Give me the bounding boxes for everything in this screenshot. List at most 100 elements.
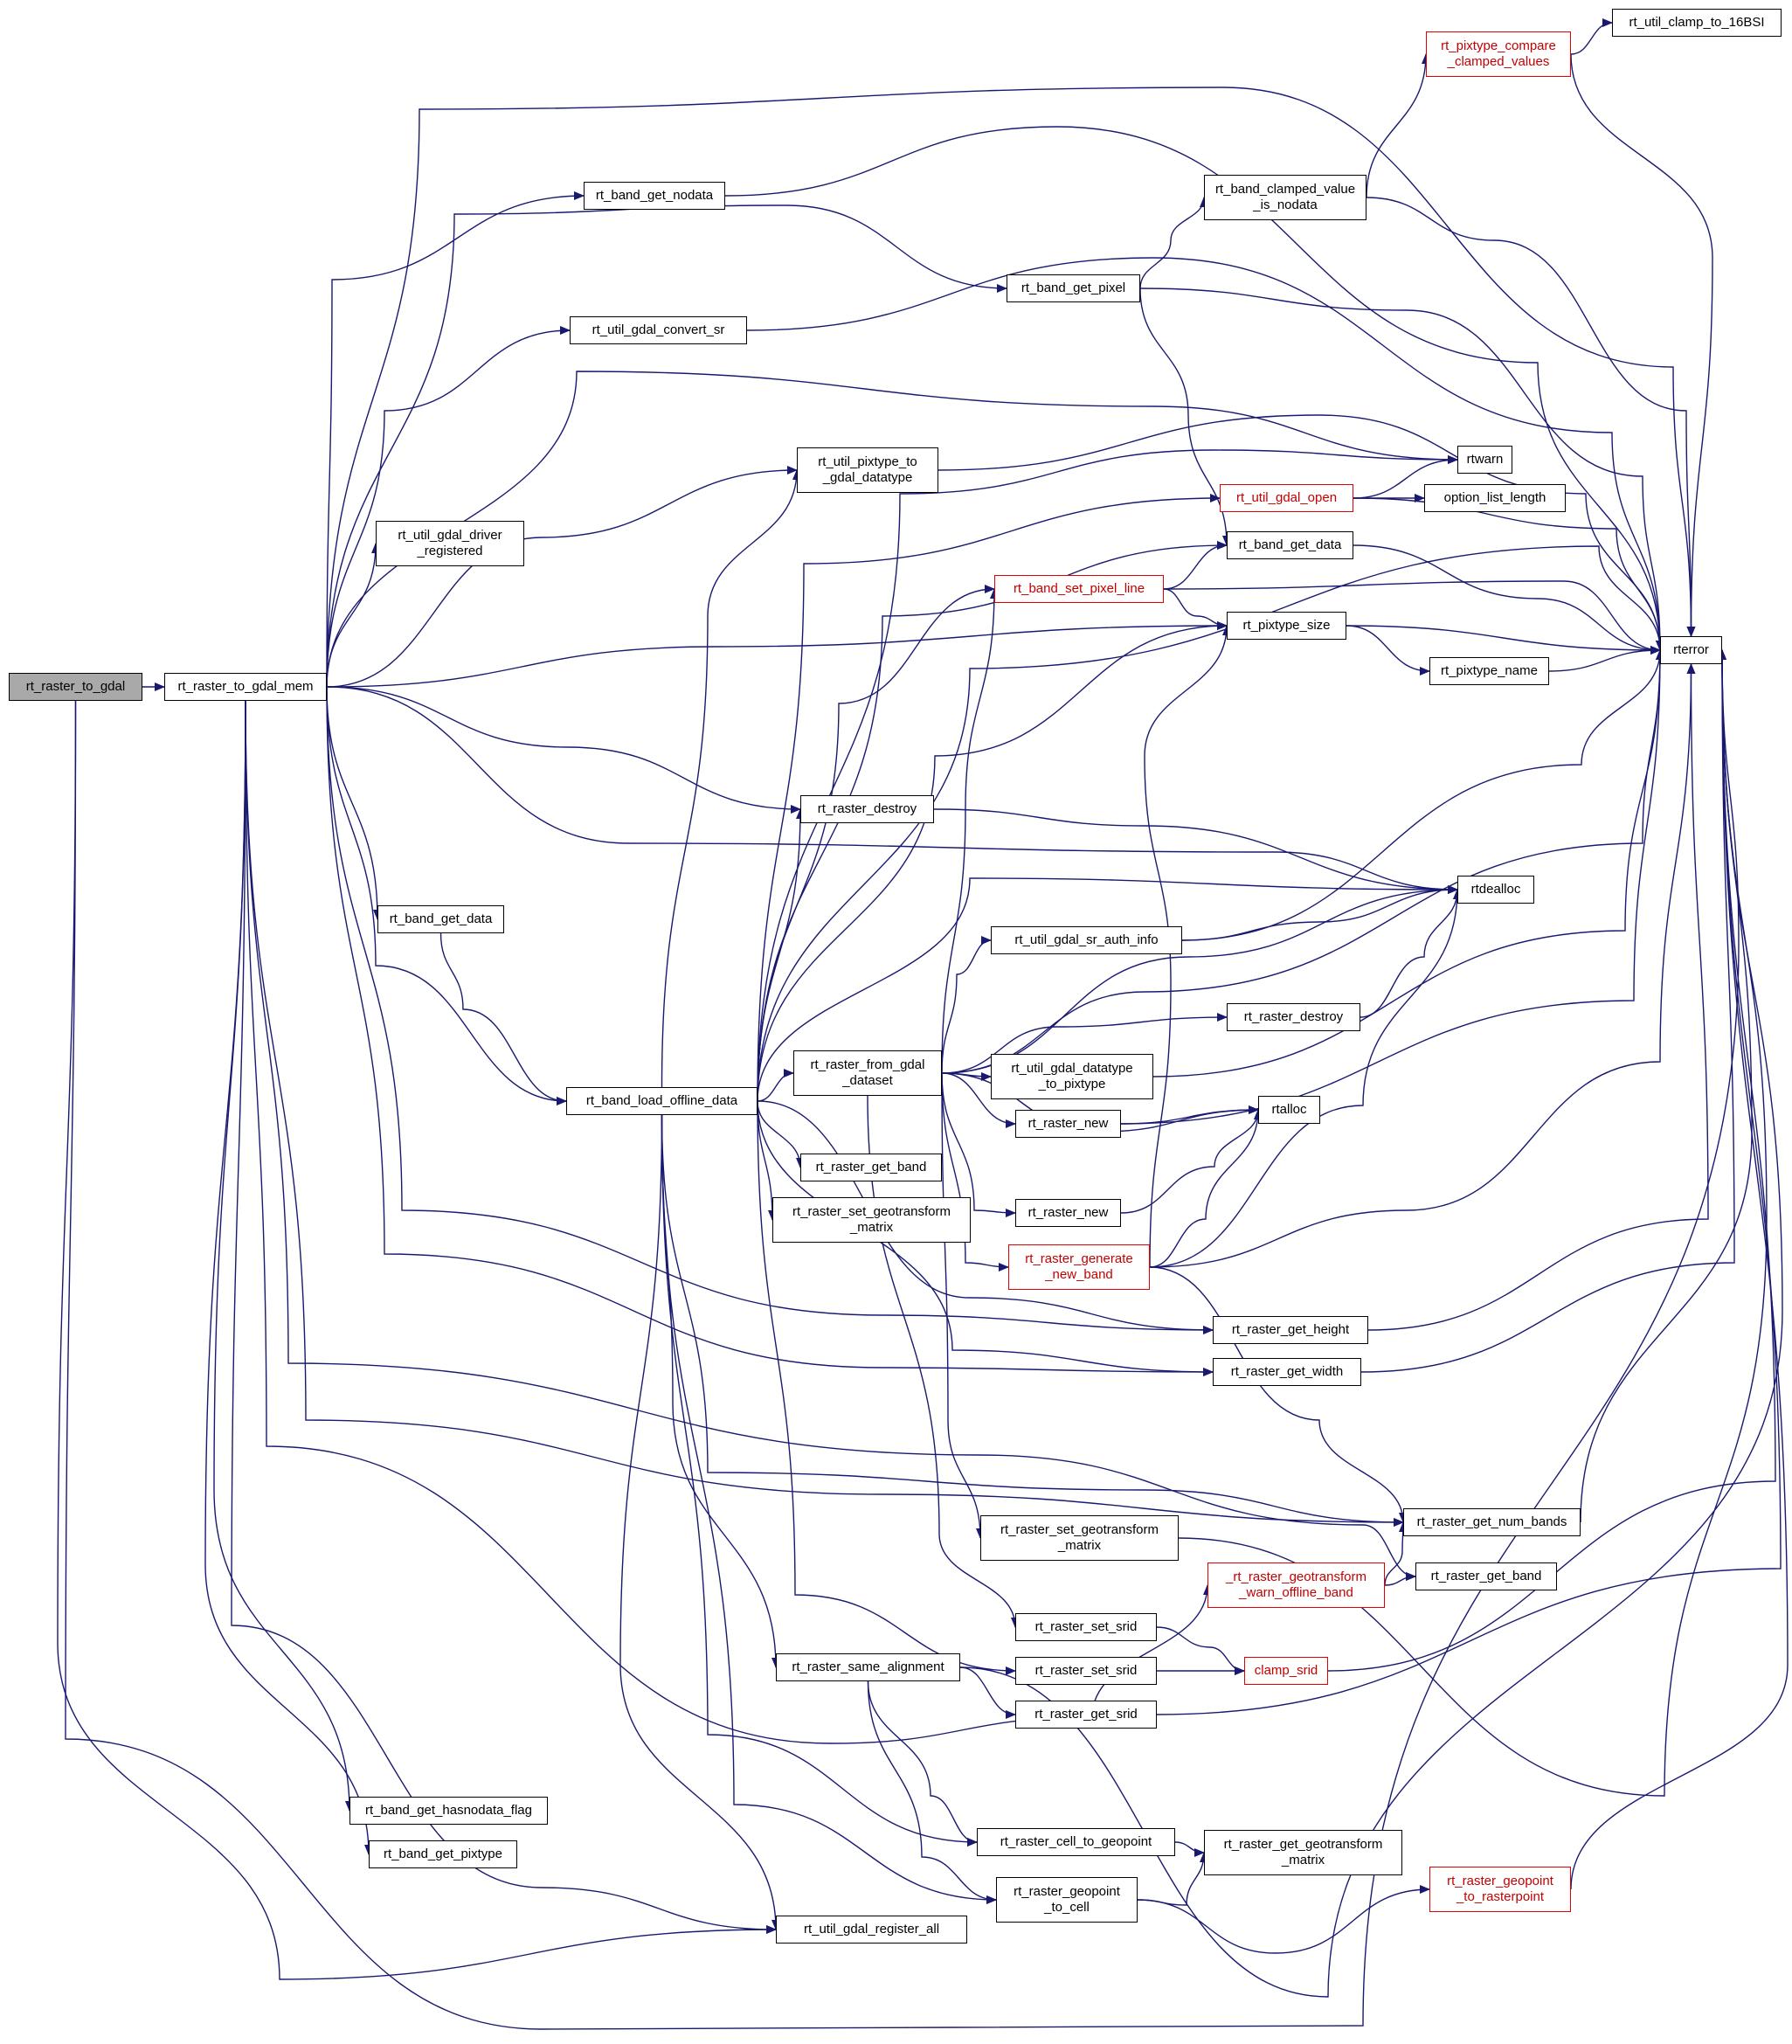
edge-rt_band_load_offline_data-to-band_get_data_right — [757, 541, 1228, 1102]
edge-rt_raster_to_gdal_mem-to-rt_raster_get_width — [326, 686, 1214, 1376]
node-rt_raster_geopoint_to_cell[interactable]: rt_raster_geopoint _to_cell — [996, 1877, 1138, 1923]
node-rtdealloc[interactable]: rtdealloc — [1457, 876, 1534, 904]
node-rt_raster_set_geotransform_matrix_left[interactable]: rt_raster_set_geotransform _matrix — [772, 1197, 971, 1243]
node-rt_raster_geopoint_to_rasterpoint[interactable]: rt_raster_geopoint _to_rasterpoint — [1429, 1867, 1571, 1912]
node-rtwarn[interactable]: rtwarn — [1457, 446, 1512, 474]
edge-rt_raster_set_srid_1-to-clamp_srid — [1156, 1626, 1245, 1675]
node-rt_raster_to_gdal_mem[interactable]: rt_raster_to_gdal_mem — [164, 673, 327, 701]
node-label: rt_raster_geopoint _to_rasterpoint — [1447, 1874, 1553, 1904]
node-label: rt_band_get_data — [1238, 537, 1342, 553]
edge-rt_raster_to_gdal_mem-to-rt_pixtype_size — [326, 621, 1228, 688]
node-rt_raster_get_num_bands[interactable]: rt_raster_get_num_bands — [1403, 1508, 1581, 1536]
edge-rt_raster_new_1-to-rtalloc — [1120, 1105, 1259, 1125]
node-rt_raster_cell_to_geopoint[interactable]: rt_raster_cell_to_geopoint — [977, 1828, 1175, 1856]
edge-rt_band_load_offline_data-to-rt_raster_get_band_left — [757, 1100, 805, 1168]
node-rt_pixtype_compare_clamped_values[interactable]: rt_pixtype_compare _clamped_values — [1426, 31, 1571, 77]
node-rt_raster_new_1[interactable]: rt_raster_new — [1015, 1110, 1121, 1138]
node-rt_raster_generate_new_band[interactable]: rt_raster_generate _new_band — [1008, 1244, 1150, 1290]
edge-rt_raster_to_gdal_mem-to-rt_raster_destroy_top — [326, 686, 801, 814]
node-rt_raster_get_srid[interactable]: rt_raster_get_srid — [1015, 1701, 1157, 1729]
node-rt_util_gdal_sr_auth_info[interactable]: rt_util_gdal_sr_auth_info — [991, 926, 1182, 954]
node-clamp_srid[interactable]: clamp_srid — [1244, 1657, 1328, 1685]
edge-rt_raster_to_gdal_mem-to-rtdealloc — [326, 686, 1458, 894]
edge-rt_util_gdal_open-to-rtwarn — [1353, 455, 1458, 499]
node-rt_raster_get_band_right[interactable]: rt_raster_get_band — [1415, 1562, 1557, 1590]
node-rt_raster_from_gdal_dataset[interactable]: rt_raster_from_gdal _dataset — [793, 1050, 942, 1096]
node-rt_util_pixtype_to_gdal_datatype[interactable]: rt_util_pixtype_to _gdal_datatype — [797, 447, 938, 493]
edge-rt_band_load_offline_data-to-rt_raster_same_alignment — [661, 1114, 780, 1668]
edge-rt_band_get_nodata-to-rterror — [724, 126, 1664, 651]
node-rt_raster_set_geotransform_matrix_2[interactable]: rt_raster_set_geotransform _matrix — [980, 1515, 1179, 1561]
edge-rt_band_load_offline_data-to-rt_raster_get_num_bands — [661, 1114, 1404, 1527]
node-band_get_data_left[interactable]: rt_band_get_data — [377, 905, 504, 933]
node-rt_raster_destroy_top[interactable]: rt_raster_destroy — [800, 795, 934, 823]
edge-rt_util_gdal_datatype_to_pixtype-to-rterror — [1152, 649, 1664, 1077]
node-rt_raster_get_width[interactable]: rt_raster_get_width — [1213, 1358, 1361, 1386]
node-rt_band_get_hasnodata_flag[interactable]: rt_band_get_hasnodata_flag — [349, 1797, 548, 1825]
edge-rt_band_load_offline_data-to-rt_raster_set_srid_2 — [757, 1100, 1016, 1675]
edge-rt_raster_generate_new_band-to-rt_raster_get_num_bands — [1149, 1266, 1408, 1523]
node-rt_raster_same_alignment[interactable]: rt_raster_same_alignment — [776, 1653, 960, 1681]
node-rt_band_get_pixel[interactable]: rt_band_get_pixel — [1007, 274, 1140, 302]
node-rt_raster_get_geotransform_matrix[interactable]: rt_raster_get_geotransform _matrix — [1204, 1830, 1402, 1875]
node-rt_util_gdal_open[interactable]: rt_util_gdal_open — [1220, 484, 1353, 512]
edge-rt_band_load_offline_data-to-rtdealloc — [757, 877, 1458, 1102]
node-rt_raster_destroy_right[interactable]: rt_raster_destroy — [1227, 1003, 1360, 1031]
edge-rt_raster_to_gdal_mem-to-rt_raster_get_band_right — [245, 700, 1416, 1581]
node-rt_util_gdal_convert_sr[interactable]: rt_util_gdal_convert_sr — [570, 316, 747, 344]
node-option_list_length[interactable]: option_list_length — [1424, 484, 1566, 512]
node-rt_raster_get_height[interactable]: rt_raster_get_height — [1213, 1316, 1368, 1344]
node-rt_util_gdal_register_all[interactable]: rt_util_gdal_register_all — [776, 1916, 967, 1944]
node-label: rt_raster_get_num_bands — [1416, 1514, 1567, 1530]
edge-rt_band_load_offline_data-to-rtwarn — [757, 449, 1458, 1102]
node-rterror[interactable]: rterror — [1660, 636, 1722, 664]
node-rt_pixtype_name[interactable]: rt_pixtype_name — [1429, 657, 1549, 685]
node-rt_raster_set_srid_1[interactable]: rt_raster_set_srid — [1015, 1613, 1157, 1641]
edge-rt_raster_to_gdal-to-rterror — [65, 649, 1740, 2030]
node-rt_band_get_pixtype[interactable]: rt_band_get_pixtype — [369, 1840, 517, 1868]
edge-rt_pixtype_size-to-rterror — [1346, 625, 1661, 655]
edge-band_get_data_left-to-rt_band_load_offline_data — [439, 932, 567, 1105]
node-label: _rt_raster_geotransform _warn_offline_ba… — [1226, 1569, 1366, 1600]
node-label: rt_util_gdal_datatype _to_pixtype — [1011, 1061, 1133, 1091]
edge-rt_raster_to_gdal-to-rt_util_gdal_register_all — [57, 700, 777, 1980]
edge-rt_raster_to_gdal_mem-to-rt_util_pixtype_to_gdal_datatype — [326, 466, 798, 688]
node-rt_raster_set_srid_2[interactable]: rt_raster_set_srid — [1015, 1657, 1157, 1685]
node-label: rt_util_gdal_register_all — [803, 1922, 940, 1937]
edge-rt_raster_from_gdal_dataset-to-rtdealloc — [941, 885, 1458, 1074]
node-rtalloc[interactable]: rtalloc — [1258, 1096, 1320, 1124]
edge-rt_raster_to_gdal_mem-to-rt_raster_get_height — [326, 686, 1214, 1334]
node-rt_band_clamped_value_is_nodata[interactable]: rt_band_clamped_value _is_nodata — [1204, 175, 1366, 220]
node-rt_raster_to_gdal[interactable]: rt_raster_to_gdal — [9, 673, 142, 701]
node-rt_band_load_offline_data[interactable]: rt_band_load_offline_data — [566, 1087, 758, 1115]
node-rt_band_get_nodata[interactable]: rt_band_get_nodata — [584, 182, 725, 210]
edge-rt_raster_from_gdal_dataset-to-rt_raster_new_1 — [941, 1072, 1016, 1128]
edge-rt_band_clamped_value_is_nodata-to-rterror — [1366, 197, 1696, 637]
node-label: rt_raster_new — [1027, 1116, 1109, 1132]
node-rt_util_clamp_to_16BSI[interactable]: rt_util_clamp_to_16BSI — [1612, 9, 1782, 37]
edge-rt_raster_get_srid-to-rterror — [1156, 649, 1782, 1715]
node-rt_raster_get_band_left[interactable]: rt_raster_get_band — [800, 1154, 942, 1181]
node-rt_util_gdal_datatype_to_pixtype[interactable]: rt_util_gdal_datatype _to_pixtype — [991, 1054, 1153, 1099]
edge-rt_raster_same_alignment-to-rterror — [959, 649, 1783, 1998]
node-rt_util_gdal_driver_registered[interactable]: rt_util_gdal_driver _registered — [376, 521, 524, 566]
edge-rt_band_load_offline_data-to-rt_raster_get_height — [757, 1100, 1214, 1334]
node-label: rt_raster_get_height — [1231, 1322, 1350, 1338]
edge-rt_band_get_pixel-to-rterror — [1139, 288, 1664, 651]
node-label: rt_raster_destroy — [1243, 1009, 1344, 1025]
node-rt_band_set_pixel_line[interactable]: rt_band_set_pixel_line — [994, 575, 1164, 603]
edge-rt_raster_from_gdal_dataset-to-rt_raster_destroy_right — [941, 1013, 1228, 1074]
node-label: rt_pixtype_name — [1441, 663, 1538, 679]
node-rt_raster_new_2[interactable]: rt_raster_new — [1015, 1199, 1121, 1227]
node-label: rt_util_clamp_to_16BSI — [1629, 15, 1765, 31]
node-label: rt_raster_to_gdal — [25, 679, 126, 695]
edge-rt_raster_generate_new_band-to-rt_pixtype_size — [1144, 625, 1231, 1268]
node-label: rt_band_get_pixel — [1021, 281, 1126, 296]
node-label: rt_band_load_offline_data — [585, 1093, 738, 1109]
edge-rt_band_load_offline_data-to-rt_band_set_pixel_line — [757, 585, 995, 1102]
node-band_get_data_right[interactable]: rt_band_get_data — [1227, 531, 1353, 559]
edge-rt_raster_to_gdal_mem-to-rt_band_get_hasnodata_flag — [213, 700, 354, 1812]
node-rt_pixtype_size[interactable]: rt_pixtype_size — [1227, 612, 1346, 640]
node-_rt_raster_geotransform_warn_offline_band[interactable]: _rt_raster_geotransform _warn_offline_ba… — [1207, 1562, 1385, 1608]
